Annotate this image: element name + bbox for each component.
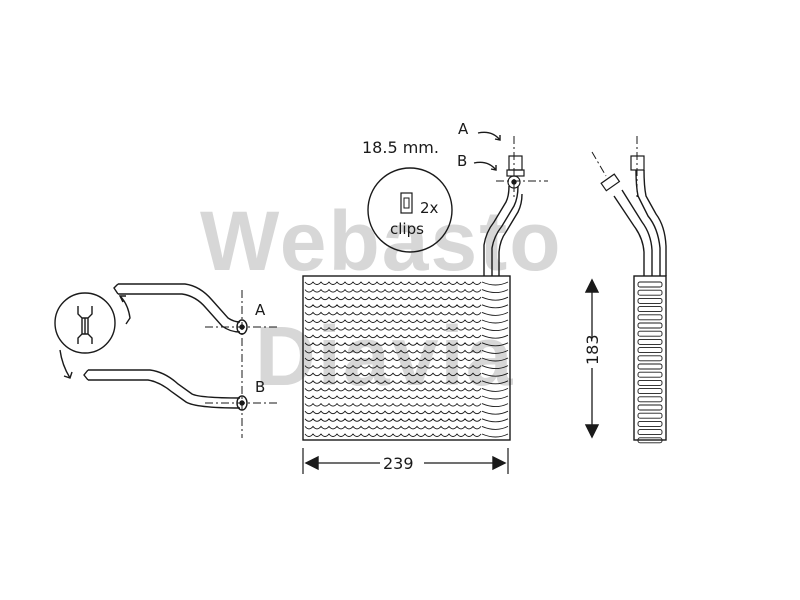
tank-rib: [481, 289, 509, 294]
fin-row: [304, 288, 482, 293]
pipe-a-label: A: [255, 301, 266, 319]
clip-detail-circle: [54, 292, 116, 354]
tank-rib: [481, 327, 509, 332]
fin-row: [304, 387, 482, 392]
clips-callout-circle: [367, 167, 453, 253]
side-fin: [637, 330, 663, 337]
fin-row: [304, 349, 482, 354]
side-fin: [637, 297, 663, 304]
side-body: [633, 275, 667, 441]
clip-word-label: clips: [390, 220, 424, 238]
tank-rib: [481, 311, 509, 316]
pipe-b: [88, 369, 241, 409]
side-fin: [637, 388, 663, 395]
fin-row: [304, 402, 482, 407]
core-body: [302, 275, 511, 441]
side-fin: [637, 314, 663, 321]
fitting-b-label: B: [457, 152, 467, 170]
side-fin: [637, 363, 663, 370]
tank-rib: [481, 349, 509, 354]
fin-row: [304, 418, 482, 422]
side-pipes-view: [54, 283, 278, 438]
tank-rib: [481, 425, 509, 430]
tank-rib: [481, 410, 509, 415]
fin-row: [304, 326, 482, 331]
tank-rib: [481, 304, 509, 309]
side-fin: [637, 371, 663, 378]
tank-rib: [481, 357, 509, 362]
tank-rib: [481, 372, 509, 377]
pipe-a-end-cap: [113, 283, 119, 295]
tank-rib: [481, 433, 509, 438]
fin-row: [304, 334, 482, 339]
side-fin: [637, 412, 663, 419]
side-fin: [637, 437, 663, 444]
fin-row: [304, 296, 482, 301]
side-fin: [637, 338, 663, 345]
fin-row: [304, 425, 482, 430]
clip-detail-icon: [77, 306, 93, 344]
fin-row: [304, 304, 482, 308]
tank-rib: [481, 342, 509, 347]
clip-icon: [400, 192, 413, 214]
pipe-b-end-cap: [83, 369, 89, 381]
pipe-b-label: B: [255, 378, 265, 396]
side-fin: [637, 289, 663, 296]
fin-row: [304, 372, 482, 377]
fin-row: [304, 395, 482, 399]
tank-rib: [481, 380, 509, 385]
pipe-diameter-label: 18.5 mm.: [362, 138, 439, 157]
fin-row: [304, 357, 482, 361]
core-fins: [304, 281, 509, 438]
width-dimension-value: 239: [383, 454, 414, 473]
arrow-b: [473, 161, 497, 171]
fin-row: [304, 364, 482, 369]
outlet-pipe-left: [483, 185, 510, 276]
fin-row: [304, 380, 482, 384]
watermark-line2: Diavia: [255, 309, 515, 403]
side-fin: [637, 420, 663, 427]
side-fin: [637, 322, 663, 329]
arrow-a: [477, 131, 501, 141]
fin-row: [304, 319, 482, 323]
fin-row: [304, 410, 482, 415]
fitting-a-label: A: [458, 120, 469, 138]
side-fin: [637, 355, 663, 362]
side-fin: [637, 396, 663, 403]
fin-row: [304, 342, 482, 346]
pipe-a: [118, 283, 241, 333]
side-fin: [637, 347, 663, 354]
tank-rib: [481, 403, 509, 408]
fin-row: [304, 433, 482, 437]
callout-arrow-down: [59, 349, 71, 379]
tank-rib: [481, 418, 509, 423]
tank-rib: [481, 387, 509, 392]
tank-rib: [481, 281, 509, 286]
side-fin: [637, 306, 663, 313]
heater-core-front: [302, 131, 600, 474]
side-fin: [637, 281, 663, 288]
watermark: Webasto Diavia: [200, 194, 563, 403]
fin-row: [304, 311, 482, 316]
tank-rib: [481, 296, 509, 301]
fitting-top: [508, 155, 523, 171]
heater-core-side: [591, 136, 667, 444]
height-dimension-value: 183: [583, 334, 602, 365]
tank-rib: [481, 365, 509, 370]
tank-rib: [481, 395, 509, 400]
fin-row: [304, 281, 482, 285]
side-fin: [637, 404, 663, 411]
tank-rib: [481, 319, 509, 324]
side-fin: [637, 429, 663, 436]
side-fin: [637, 379, 663, 386]
clip-count-label: 2x: [420, 199, 439, 217]
tank-rib: [481, 334, 509, 339]
side-fins: [637, 281, 663, 444]
watermark-line1: Webasto: [200, 194, 563, 288]
outlet-pipe-right: [491, 185, 519, 276]
